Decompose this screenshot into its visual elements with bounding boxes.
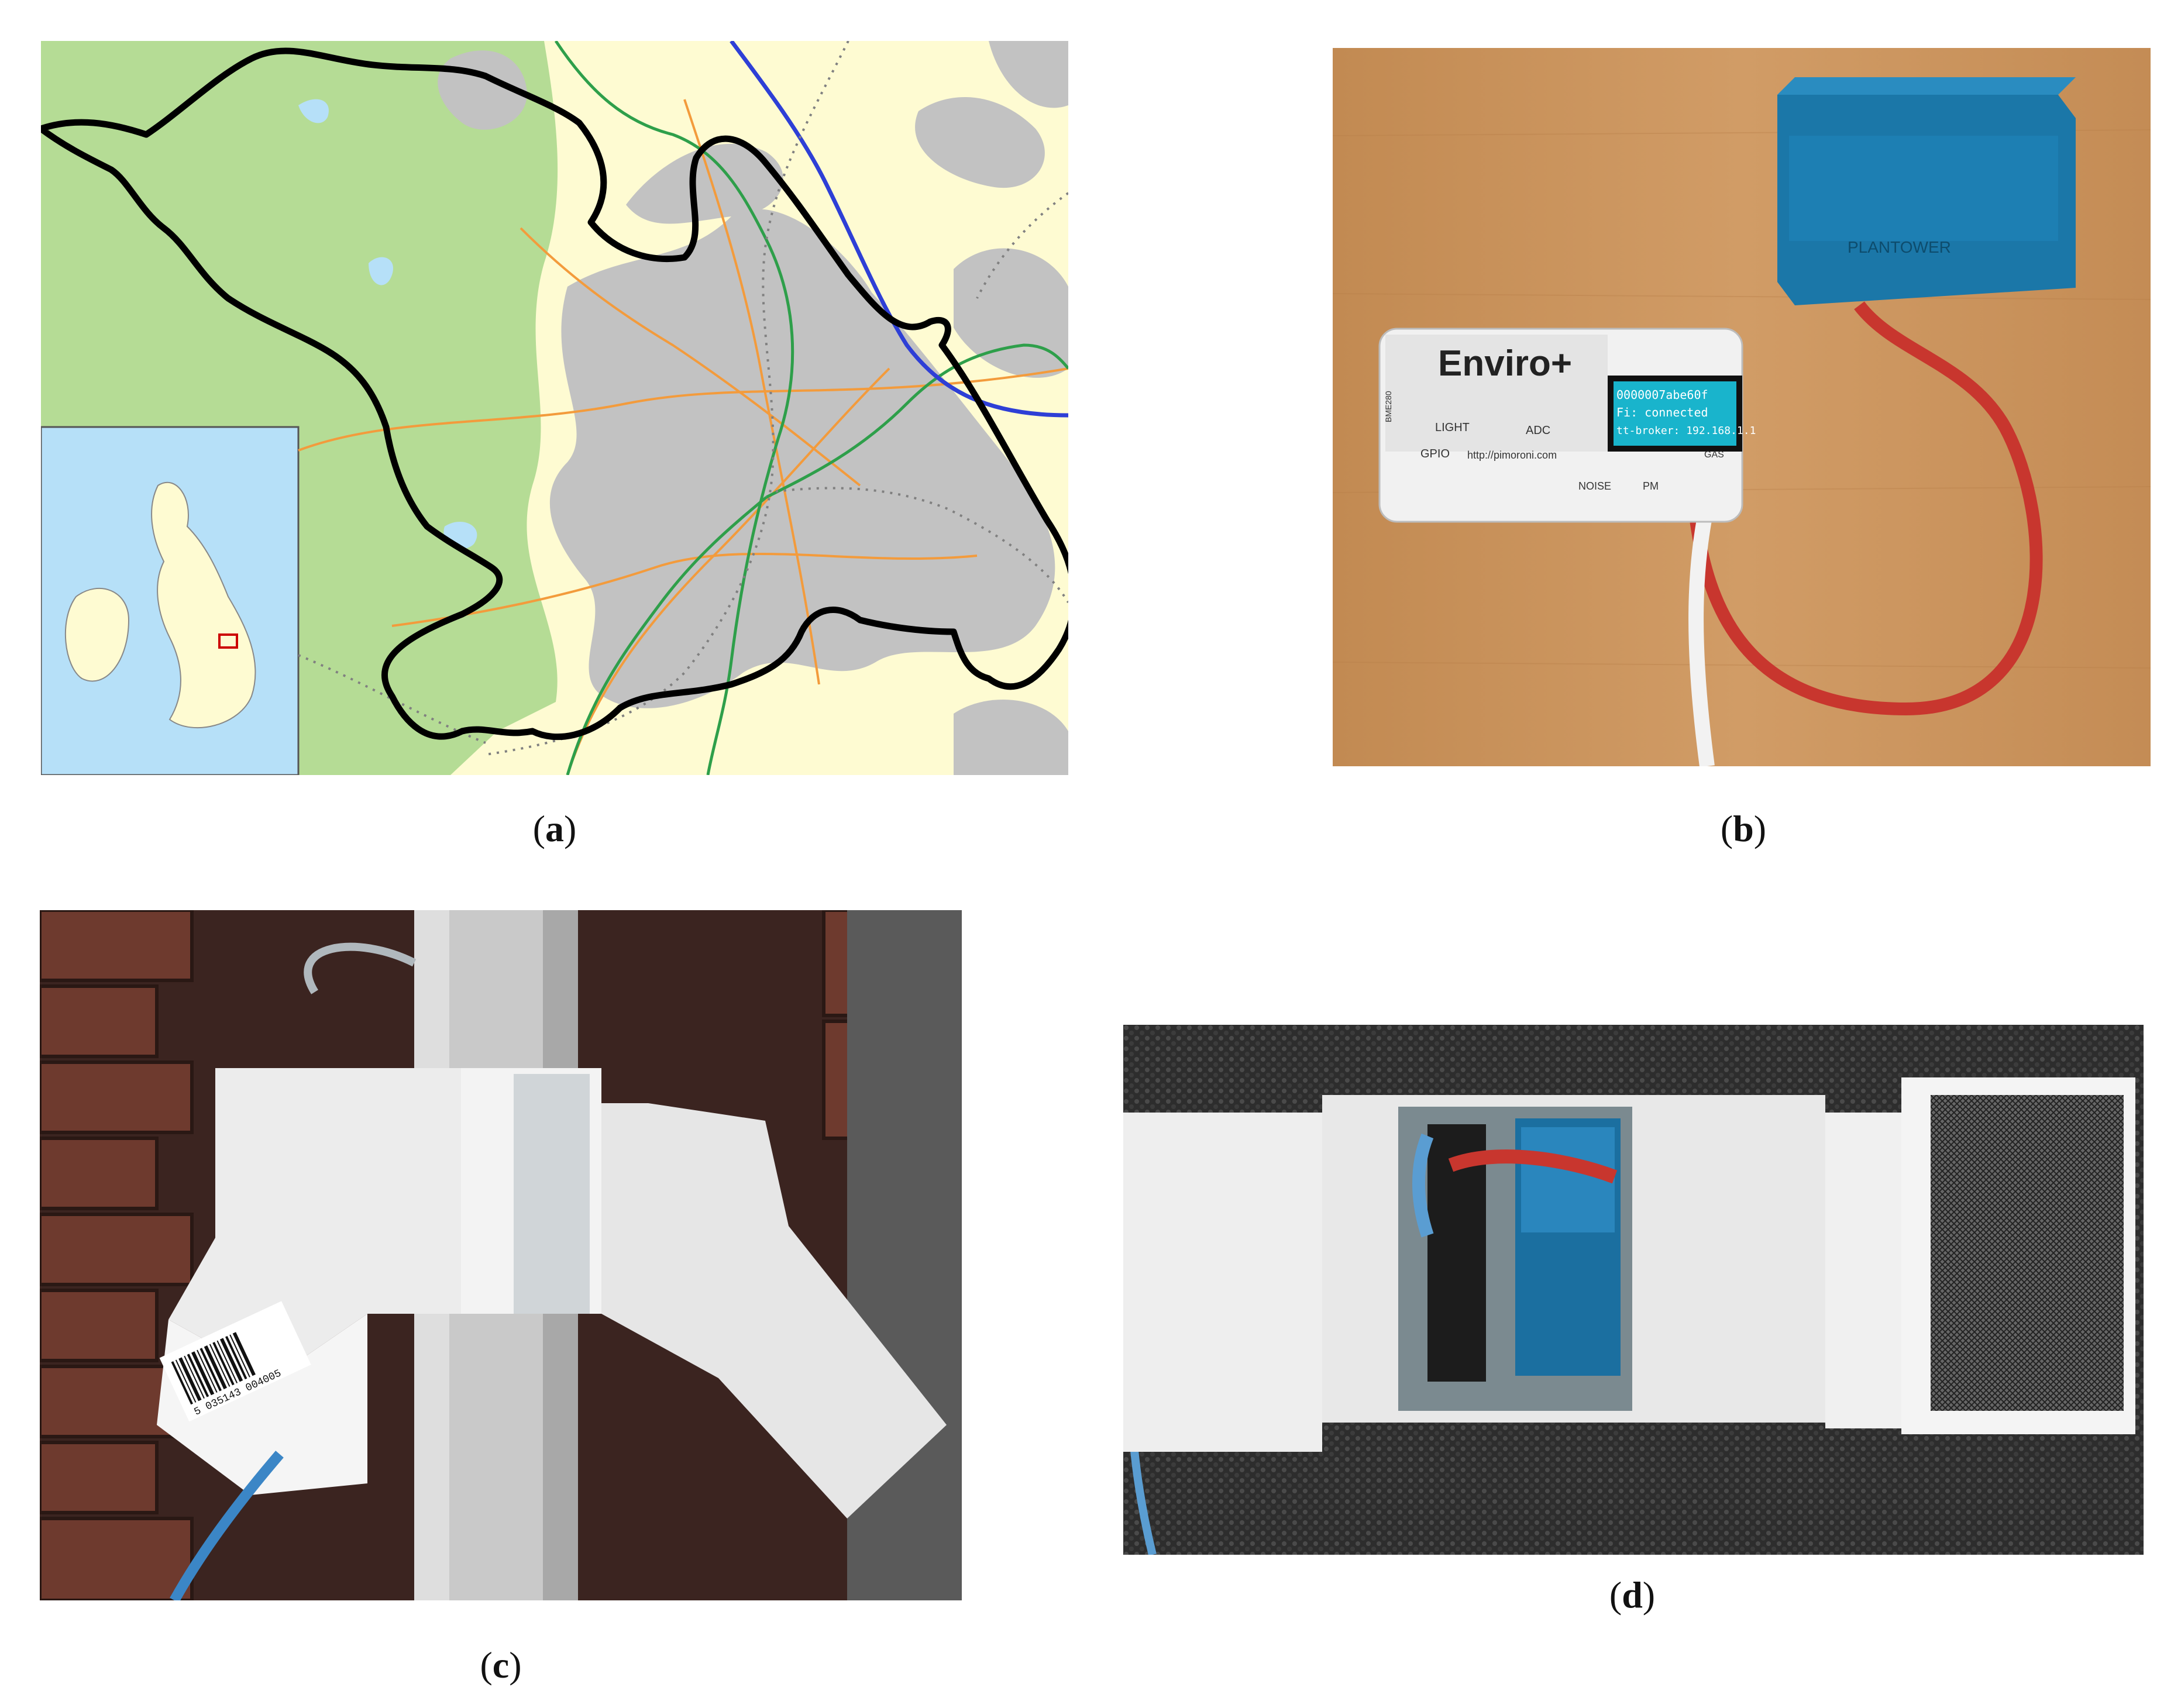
board-url: http://pimoroni.com bbox=[1467, 449, 1557, 461]
county-boundary bbox=[41, 47, 1068, 741]
label-light: LIGHT bbox=[1435, 421, 1470, 434]
screen-line-3: tt-broker: 192.168.1.1 bbox=[1616, 425, 1756, 437]
label-noise: NOISE bbox=[1578, 480, 1611, 492]
panel-c-photo: 5 035143 004005 bbox=[40, 910, 962, 1600]
enviro-board bbox=[1378, 328, 1743, 523]
screen-line-2: Fi: connected bbox=[1616, 405, 1708, 419]
sensor-brand-label: PLANTOWER bbox=[1848, 238, 1951, 256]
barcode-label: 5 035143 004005 bbox=[159, 1301, 311, 1422]
panel-a-map bbox=[41, 41, 1068, 775]
panel-d-photo bbox=[1123, 1025, 2144, 1555]
label-gas: GAS bbox=[1704, 450, 1724, 460]
roads-minor bbox=[298, 99, 1068, 775]
sensor-housing bbox=[157, 1068, 947, 1518]
caption-a: (a) bbox=[532, 808, 577, 849]
caption-b: (b) bbox=[1720, 808, 1767, 849]
screen-line-1: 0000007abe60f bbox=[1616, 388, 1708, 402]
caption-d: (d) bbox=[1609, 1574, 1656, 1616]
ribbon-cable bbox=[1689, 301, 2043, 716]
board-name: Enviro+ bbox=[1438, 343, 1572, 384]
mesh-grille bbox=[1931, 1095, 2124, 1411]
label-gpio: GPIO bbox=[1420, 447, 1450, 460]
caption-c: (c) bbox=[480, 1644, 522, 1686]
roads-primary bbox=[554, 41, 1068, 775]
pm-sensor bbox=[1777, 77, 2076, 305]
label-pm: PM bbox=[1643, 480, 1659, 492]
usb-cable bbox=[1688, 502, 1715, 766]
panel-b-photo: PLANTOWER Enviro+ 0000007abe60f Fi: conn… bbox=[1333, 48, 2151, 766]
label-adc: ADC bbox=[1526, 424, 1550, 437]
sensor-compartment bbox=[1398, 1107, 1632, 1411]
inset-uk-map bbox=[41, 426, 300, 775]
region-map bbox=[41, 41, 1068, 775]
label-bme: BME280 bbox=[1384, 391, 1393, 422]
